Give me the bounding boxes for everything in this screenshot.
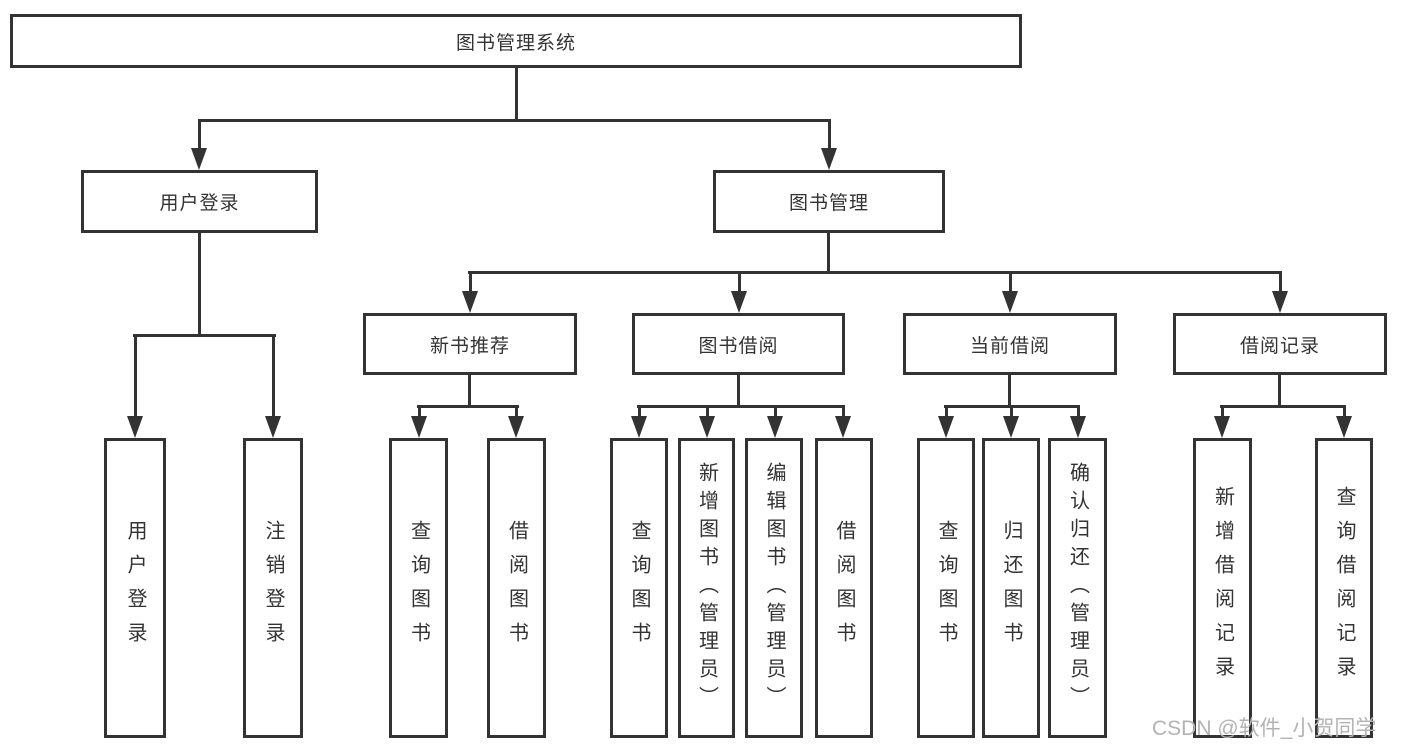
- connector-line: [737, 373, 740, 408]
- arrow-down-icon: [767, 416, 783, 438]
- connector-line: [1008, 373, 1011, 408]
- leaf-query-book-current: 查询图书: [917, 438, 975, 738]
- connector-line: [198, 119, 201, 150]
- connector-line: [515, 66, 518, 122]
- connector-line: [637, 405, 845, 408]
- connector-line: [706, 405, 709, 418]
- node-new-book-rec: 新书推荐: [363, 313, 577, 375]
- leaf-query-book-borrow: 查询图书: [610, 438, 668, 738]
- leaf-query-book-rec-label: 查询图书: [407, 520, 430, 656]
- connector-line: [1278, 373, 1281, 408]
- arrow-down-icon: [462, 291, 478, 313]
- connector-line: [469, 271, 472, 293]
- connector-line: [468, 271, 1282, 274]
- leaf-user-login: 用户登录: [104, 438, 166, 738]
- leaf-add-borrow-record: 新增借阅记录: [1193, 438, 1252, 738]
- connector-line: [827, 231, 830, 274]
- arrow-down-icon: [127, 416, 143, 438]
- leaf-query-book-borrow-label: 查询图书: [628, 520, 650, 656]
- arrow-down-icon: [1002, 291, 1018, 313]
- leaf-query-book-rec: 查询图书: [389, 438, 448, 738]
- connector-line: [417, 405, 519, 408]
- leaf-add-borrow-record-label: 新增借阅记录: [1211, 486, 1234, 690]
- leaf-edit-book-admin-label: 编辑图书（管理员）: [763, 462, 785, 714]
- leaf-return-book-label: 归还图书: [1000, 520, 1022, 656]
- leaf-edit-book-admin: 编辑图书（管理员）: [745, 438, 803, 738]
- arrow-down-icon: [191, 148, 207, 170]
- connector-line: [134, 334, 137, 418]
- arrow-down-icon: [1272, 291, 1288, 313]
- leaf-return-book: 归还图书: [982, 438, 1040, 738]
- arrow-down-icon: [631, 416, 647, 438]
- connector-line: [945, 405, 948, 418]
- connector-line: [1009, 271, 1012, 293]
- csdn-watermark: CSDN @软件_小贺同学: [1152, 717, 1377, 740]
- connector-line: [133, 334, 276, 337]
- connector-line: [1010, 405, 1013, 418]
- node-book-mgmt: 图书管理: [713, 170, 945, 233]
- connector-line: [1343, 405, 1346, 418]
- arrow-down-icon: [821, 148, 837, 170]
- connector-line: [842, 405, 845, 418]
- node-root: 图书管理系统: [10, 14, 1022, 68]
- connector-line: [198, 119, 831, 122]
- leaf-borrow-book: 借阅图书: [815, 438, 873, 738]
- connector-line: [738, 271, 741, 293]
- connector-line: [828, 119, 831, 150]
- arrow-down-icon: [1003, 416, 1019, 438]
- arrow-down-icon: [731, 291, 747, 313]
- connector-line: [638, 405, 641, 418]
- leaf-add-book-admin-label: 新增图书（管理员）: [695, 462, 718, 714]
- leaf-borrow-book-rec: 借阅图书: [487, 438, 546, 738]
- node-book-borrow: 图书借阅: [632, 313, 845, 375]
- arrow-down-icon: [1214, 416, 1230, 438]
- connector-line: [418, 405, 421, 418]
- connector-line: [1221, 405, 1224, 418]
- leaf-user-login-label: 用户登录: [124, 520, 146, 656]
- leaf-borrow-book-rec-label: 借阅图书: [505, 520, 528, 656]
- arrow-down-icon: [411, 416, 427, 438]
- arrow-down-icon: [938, 416, 954, 438]
- connector-line: [272, 334, 275, 418]
- connector-line: [1077, 405, 1080, 418]
- leaf-confirm-return-admin-label: 确认归还（管理员）: [1066, 462, 1089, 714]
- leaf-query-borrow-record-label: 查询借阅记录: [1333, 486, 1355, 690]
- node-borrow-record: 借阅记录: [1173, 313, 1387, 375]
- leaf-query-borrow-record: 查询借阅记录: [1315, 438, 1373, 738]
- arrow-down-icon: [1070, 416, 1086, 438]
- leaf-query-book-current-label: 查询图书: [935, 520, 957, 656]
- arrow-down-icon: [699, 416, 715, 438]
- leaf-logout-login: 注销登录: [243, 438, 303, 738]
- node-current-borrow: 当前借阅: [903, 313, 1117, 375]
- connector-line: [198, 231, 201, 337]
- leaf-borrow-book-label: 借阅图书: [833, 520, 855, 656]
- arrow-down-icon: [265, 416, 281, 438]
- arrow-down-icon: [835, 416, 851, 438]
- arrow-down-icon: [1336, 416, 1352, 438]
- connector-line: [774, 405, 777, 418]
- connector-line: [515, 405, 518, 418]
- arrow-down-icon: [508, 416, 524, 438]
- connector-line: [468, 373, 471, 408]
- leaf-confirm-return-admin: 确认归还（管理员）: [1048, 438, 1107, 738]
- leaf-add-book-admin: 新增图书（管理员）: [678, 438, 735, 738]
- leaf-logout-login-label: 注销登录: [262, 520, 284, 656]
- node-user-login: 用户登录: [81, 170, 318, 233]
- connector-line: [1279, 271, 1282, 293]
- connector-line: [1220, 405, 1346, 408]
